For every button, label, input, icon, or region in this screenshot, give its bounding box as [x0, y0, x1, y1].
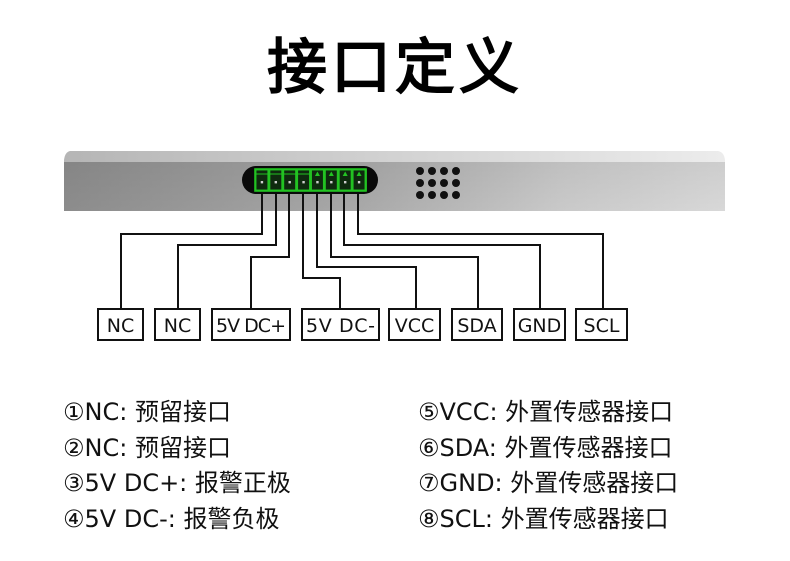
page-title: 接口定义 [267, 33, 523, 103]
grille-hole [440, 179, 448, 187]
legend-item-pin-4: ④5V DC-: 报警负极 [63, 504, 280, 533]
legend-item-pin-2: ②NC: 预留接口 [63, 433, 231, 462]
terminal-pin-8 [352, 169, 367, 191]
grille-hole [428, 167, 436, 175]
legend-item-pin-3: ③5V DC+: 报警正极 [63, 469, 291, 497]
grille-hole [440, 167, 448, 175]
terminal-pin-3 [282, 169, 298, 191]
legend-item-pin-6: ⑥SDA: 外置传感器接口 [418, 433, 673, 462]
legend-item-pin-8: ⑧SCL: 外置传感器接口 [418, 504, 669, 533]
grille-hole [416, 179, 424, 187]
pin-label-box-6: SDA [451, 308, 503, 341]
wire-pin-8 [357, 194, 604, 309]
pin-label-text: NC [107, 315, 134, 337]
terminal-screw [260, 181, 264, 184]
grille-hole [452, 191, 460, 199]
enclosure-top-bevel [64, 151, 725, 162]
pin-label-box-4: 5V DC- [301, 308, 380, 341]
wire-pin-4 [302, 194, 341, 309]
pin-label-box-5: VCC [388, 308, 441, 341]
pin-label-text: 5V DC- [306, 315, 375, 337]
label-box-frame [154, 308, 201, 341]
wire-pin-1 [120, 194, 263, 309]
pin-label-box-7: GND [513, 308, 566, 341]
pin-label-box-2: NC [154, 308, 201, 341]
terminal-connector [242, 166, 378, 194]
terminal-pin-1 [255, 169, 270, 191]
pin-label-text: GND [518, 315, 562, 337]
label-box-frame [513, 308, 566, 341]
pin-label-text: SCL [584, 315, 620, 337]
pin-label-box-1: NC [97, 308, 144, 341]
label-box-frame [97, 308, 144, 341]
wire-pin-7 [343, 194, 541, 309]
pin-label-text: SDA [457, 315, 496, 337]
pin-label-box-8: SCL [575, 308, 628, 341]
legend-item-pin-5: ⑤VCC: 外置传感器接口 [418, 398, 674, 426]
terminal-screw [330, 181, 333, 184]
terminal-screw [316, 181, 319, 184]
grille-hole [440, 191, 448, 199]
pin-label-text: NC [164, 315, 191, 337]
legend-left-column: ①NC: 预留接口 ②NC: 预留接口 ③5V DC+: 报警正极 ④5V DC… [63, 395, 291, 537]
wire-pin-3 [250, 194, 290, 309]
wire-pin-2 [177, 194, 277, 309]
terminal-screw [288, 181, 291, 184]
legend-right-column: ⑤VCC: 外置传感器接口 ⑥SDA: 外置传感器接口 ⑦GND: 外置传感器接… [418, 395, 678, 537]
wire-pin-6 [330, 194, 479, 309]
label-box-frame [451, 308, 503, 341]
grille-hole [428, 179, 436, 187]
label-box-frame [575, 308, 628, 341]
wire-pin-5 [316, 194, 417, 309]
pin-wires [120, 194, 604, 309]
speaker-grille [416, 167, 460, 199]
legend-item-pin-7: ⑦GND: 外置传感器接口 [418, 469, 679, 497]
grille-hole [452, 167, 460, 175]
terminal-pin-7 [338, 169, 353, 191]
pin-label-text: VCC [395, 315, 435, 337]
terminal-pin-2 [269, 169, 284, 191]
terminal-screw [357, 181, 361, 184]
terminal-pin-6 [324, 169, 340, 191]
device-enclosure [64, 151, 725, 211]
pin-label-text: 5V DC+ [216, 315, 286, 337]
grille-hole [416, 191, 424, 199]
label-box-frame [211, 308, 291, 341]
terminal-pin-4 [296, 169, 312, 191]
legend-item-pin-1: ①NC: 预留接口 [63, 398, 231, 426]
grille-hole [452, 179, 460, 187]
grille-hole [428, 191, 436, 199]
grille-hole [416, 167, 424, 175]
terminal-screw [274, 181, 278, 184]
label-box-frame [301, 308, 380, 341]
terminal-screw [302, 181, 305, 184]
terminal-screw [343, 181, 347, 184]
terminal-pin-5 [310, 169, 326, 191]
pin-label-boxes: NC NC 5V DC+ 5V DC- VCC SDA GND SCL [97, 308, 628, 341]
pin-label-box-3: 5V DC+ [211, 308, 291, 341]
label-box-frame [388, 308, 441, 341]
